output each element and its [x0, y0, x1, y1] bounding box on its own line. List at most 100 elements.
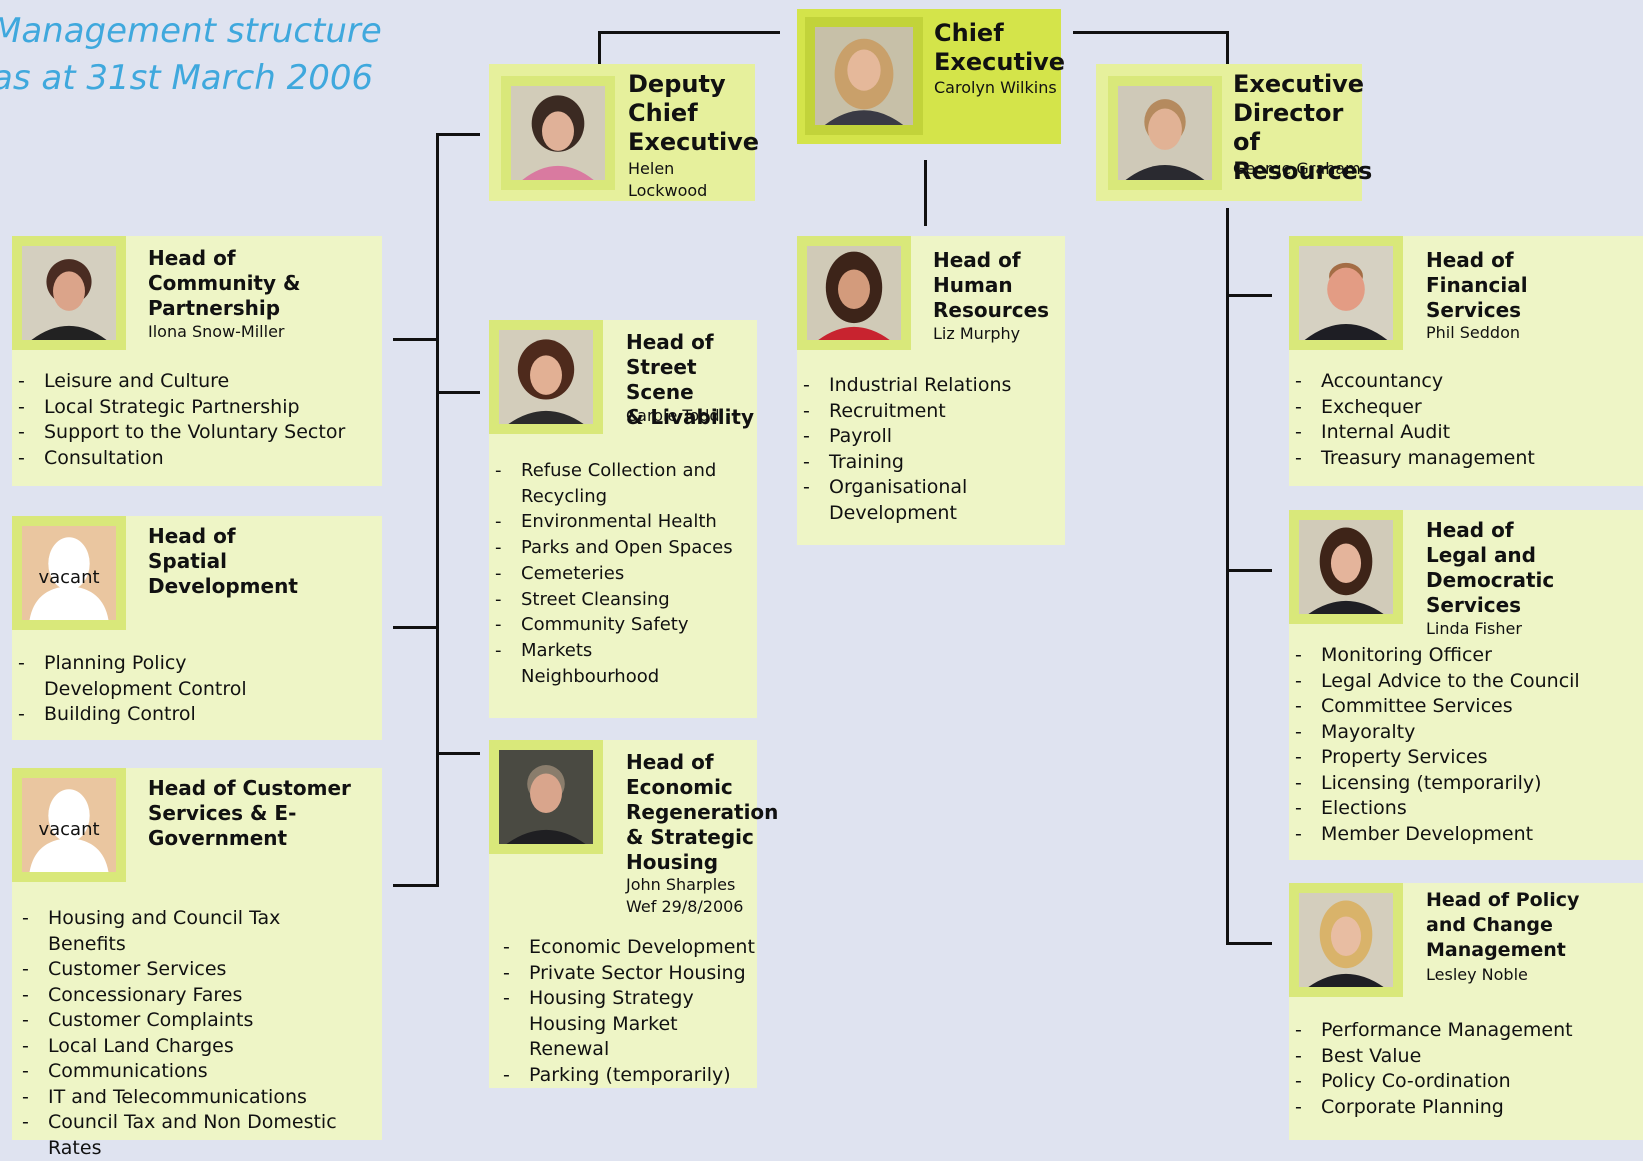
connector-legal-h — [1226, 569, 1272, 572]
duty-item: Member Development — [1289, 822, 1643, 848]
policy-duties-list: Performance Management Best Value Policy… — [1289, 1018, 1643, 1120]
connector-chief-deputy-h — [600, 31, 780, 34]
community-photo — [12, 236, 126, 350]
financial-name: Phil Seddon — [1426, 323, 1521, 342]
financial-role: Head of Financial Services — [1426, 248, 1528, 322]
legal-role: Head of Legal and Democratic Services — [1426, 518, 1555, 617]
duty-item: Performance Management — [1289, 1018, 1643, 1044]
person-portrait-icon — [22, 246, 116, 340]
duty-item: Street Cleansing — [489, 587, 757, 613]
legal-name: Linda Fisher — [1426, 619, 1522, 638]
duty-item: Treasury management — [1289, 446, 1643, 472]
connector-chief-resources-h — [1073, 31, 1228, 34]
duty-item: Internal Audit — [1289, 420, 1643, 446]
duty-item: Development Control — [44, 677, 247, 700]
person-portrait-icon — [1299, 246, 1393, 340]
connector-economic-h — [436, 752, 480, 755]
duty-item: Support to the Voluntary Sector — [12, 420, 382, 446]
duty-item: Parks and Open Spaces — [489, 535, 757, 561]
deputy-name: Helen Lockwood — [628, 159, 708, 200]
street-photo — [489, 320, 603, 434]
connector-street-h — [436, 391, 480, 394]
spatial-photo: vacant — [12, 516, 126, 630]
connector-deputy-h — [436, 133, 480, 136]
connector-chief-hr-v — [924, 160, 927, 226]
connector-community-h — [393, 338, 438, 341]
economic-photo — [489, 740, 603, 854]
economic-name: John Sharples Wef 29/8/2006 — [626, 875, 744, 916]
deputy-photo — [501, 76, 615, 190]
spatial-duties-list: Planning Policy Development Control Buil… — [12, 651, 382, 728]
duty-item: Planning Policy — [12, 651, 382, 677]
card-deputy-chief-executive: Deputy Chief Executive Helen Lockwood — [489, 64, 759, 201]
duty-item: Housing Market Renewal — [529, 1012, 678, 1061]
duty-item: Local Land Charges — [16, 1034, 382, 1060]
customer-role: Head of Customer Services & E- Governmen… — [148, 776, 351, 850]
duty-item: Policy Co-ordination — [1289, 1069, 1643, 1095]
hr-photo — [797, 236, 911, 350]
duty-item: Communications — [16, 1059, 382, 1085]
card-head-of-street-scene: Head of Street Scene & Livability Carole… — [489, 320, 757, 718]
resources-photo — [1108, 76, 1222, 190]
vacant-silhouette-icon — [22, 778, 116, 872]
chief-executive-photo — [805, 17, 923, 135]
connector-resources-v — [1226, 31, 1229, 64]
connector-policy-h — [1226, 942, 1272, 945]
legal-photo — [1289, 510, 1403, 624]
duty-item: Parking (temporarily) — [497, 1063, 757, 1089]
duty-item: Licensing (temporarily) — [1289, 771, 1643, 797]
community-name: Ilona Snow-Miller — [148, 322, 285, 341]
person-portrait-icon — [499, 750, 593, 844]
person-portrait-icon — [1118, 86, 1212, 180]
card-executive-director-resources: Executive Director of Resources George G… — [1096, 64, 1372, 201]
person-portrait-icon — [807, 246, 901, 340]
duty-item: Elections — [1289, 796, 1643, 822]
vacant-label: vacant — [38, 819, 100, 841]
card-head-of-legal-services: Head of Legal and Democratic Services Li… — [1289, 510, 1643, 860]
person-portrait-icon — [815, 27, 913, 125]
card-head-of-community: Head of Community & Partnership Ilona Sn… — [12, 236, 382, 486]
vacant-silhouette-icon — [22, 526, 116, 620]
financial-duties-list: Accountancy Exchequer Internal Audit Tre… — [1289, 369, 1643, 471]
duty-item: Payroll — [797, 424, 1065, 450]
connector-resources-trunk — [1226, 208, 1229, 945]
duty-item: Environmental Health — [489, 509, 757, 535]
person-portrait-icon — [511, 86, 605, 180]
chart-title: Management structure as at 31st March 20… — [0, 8, 382, 102]
title-line-2: as at 31st March 2006 — [0, 58, 374, 98]
hr-duties-list: Industrial Relations Recruitment Payroll… — [797, 373, 1065, 526]
hr-name: Liz Murphy — [933, 324, 1021, 343]
duty-item: Neighbourhood — [521, 665, 660, 687]
duty-item: Housing and Council Tax Benefits — [16, 906, 382, 957]
connector-financial-h — [1226, 294, 1272, 297]
resources-name: George Graham — [1233, 159, 1361, 178]
card-head-of-financial-services: Head of Financial Services Phil Seddon A… — [1289, 236, 1643, 486]
economic-duties-list: Economic Development Private Sector Hous… — [497, 935, 757, 1088]
spatial-role: Head of Spatial Development — [148, 524, 298, 598]
duty-item: Committee Services — [1289, 694, 1643, 720]
chief-executive-name: Carolyn Wilkins — [934, 78, 1057, 97]
card-head-of-economic-regeneration: Head of Economic Regeneration & Strategi… — [489, 740, 778, 1088]
card-chief-executive: Chief Executive Carolyn Wilkins — [797, 9, 1065, 144]
duty-item: Leisure and Culture — [12, 369, 382, 395]
duty-item: Housing Strategy — [497, 986, 757, 1012]
policy-name: Lesley Noble — [1426, 965, 1528, 984]
duty-item: Training — [797, 450, 1065, 476]
duty-item: Cemeteries — [489, 561, 757, 587]
financial-photo — [1289, 236, 1403, 350]
duty-item: Markets — [489, 638, 757, 664]
customer-duties-list: Housing and Council Tax Benefits Custome… — [16, 906, 382, 1161]
card-head-of-policy: Head of Policy and Change Management Les… — [1289, 883, 1643, 1140]
street-role: Head of Street Scene & Livability — [626, 330, 755, 429]
vacant-label: vacant — [38, 567, 100, 589]
resources-role: Executive Director of Resources — [1233, 70, 1373, 185]
policy-photo — [1289, 883, 1403, 997]
policy-role: Head of Policy and Change Management — [1426, 889, 1580, 961]
person-portrait-icon — [499, 330, 593, 424]
duty-item: Recruitment — [797, 399, 1065, 425]
connector-deputy-v — [598, 31, 601, 64]
duty-item: Industrial Relations — [797, 373, 1065, 399]
duty-item: Customer Services — [16, 957, 382, 983]
duty-item: Refuse Collection and Recycling — [489, 458, 757, 509]
duty-item: Monitoring Officer — [1289, 643, 1643, 669]
